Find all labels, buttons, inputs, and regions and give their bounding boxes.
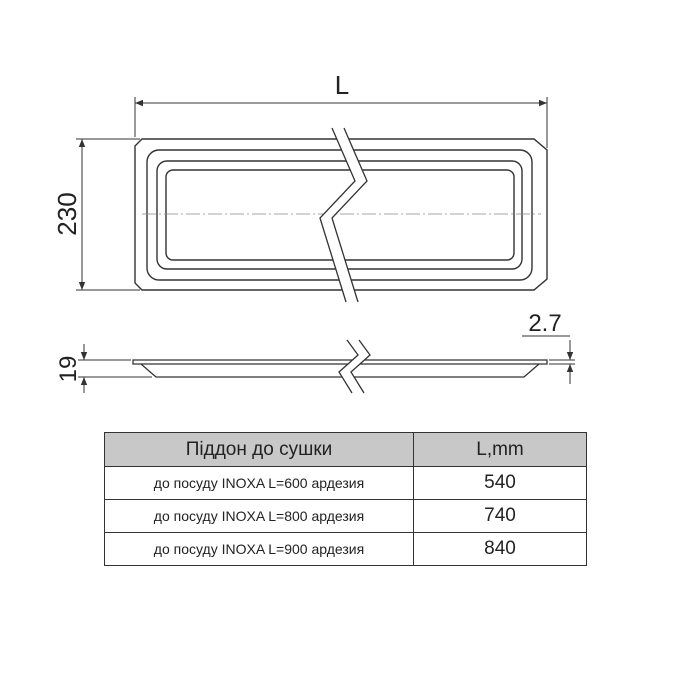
table-row: до посуду INOXA L=800 ардезия 740 xyxy=(104,499,587,533)
table-header-row: Піддон до сушки L,mm xyxy=(104,432,587,467)
spec-table: Піддон до сушки L,mm до посуду INOXA L=6… xyxy=(104,432,587,566)
dimension-height-label: 19 xyxy=(55,356,82,383)
column-header-length: L,mm xyxy=(413,432,587,467)
break-gap-side xyxy=(339,340,370,393)
dimension-width xyxy=(76,138,140,291)
dimension-rim xyxy=(522,335,575,384)
row-length-value: 740 xyxy=(413,499,587,533)
row-product-name: до посуду INOXA L=800 ардезия xyxy=(104,499,414,533)
break-gap-top xyxy=(320,128,367,302)
dimension-height xyxy=(78,344,152,393)
row-product-name: до посуду INOXA L=600 ардезия xyxy=(104,466,414,500)
tray-profile xyxy=(132,359,548,378)
dimension-rim-label: 2.7 xyxy=(528,310,561,337)
row-product-name: до посуду INOXA L=900 ардезия xyxy=(104,532,414,566)
dimension-width-label: 230 xyxy=(52,192,82,235)
column-header-product: Піддон до сушки xyxy=(104,432,414,467)
tray-outer-outline xyxy=(134,138,548,291)
row-length-value: 840 xyxy=(413,532,587,566)
row-length-value: 540 xyxy=(413,466,587,500)
dimension-length xyxy=(134,97,548,148)
table-row: до посуду INOXA L=900 ардезия 840 xyxy=(104,532,587,566)
side-view xyxy=(132,359,548,378)
dimension-length-label: L xyxy=(335,70,349,100)
table-row: до посуду INOXA L=600 ардезия 540 xyxy=(104,466,587,500)
break-lines-top xyxy=(319,127,368,303)
break-lines-side xyxy=(338,339,371,394)
